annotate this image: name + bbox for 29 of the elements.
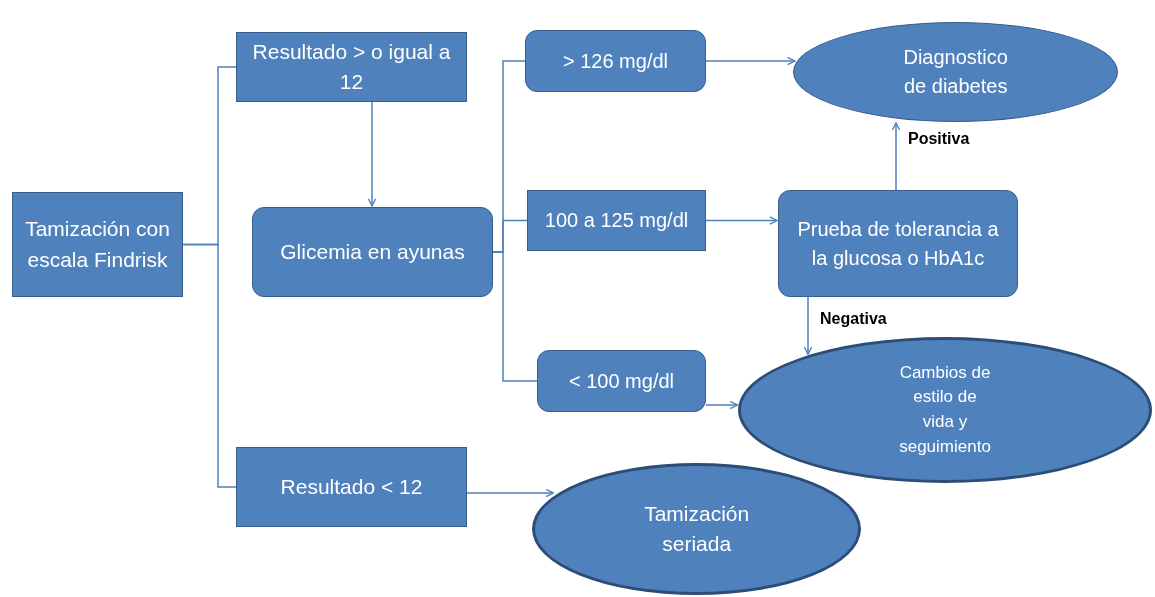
process-box <box>527 190 706 251</box>
arrow <box>705 400 739 410</box>
node-text: Prueba de tolerancia a la glucosa o HbA1c <box>796 216 1000 271</box>
node-text: Diagnostico de diabetes <box>903 45 1008 99</box>
process-box <box>236 32 467 102</box>
node-text: Tamización con escala Findrisk <box>24 216 171 273</box>
node-text: Resultado > o igual a 12 <box>251 38 452 95</box>
edge-label: Negativa <box>818 310 889 328</box>
arrow <box>705 56 796 66</box>
arrow <box>803 296 813 356</box>
node-text: Glicemia en ayunas <box>280 238 465 265</box>
arrow <box>466 488 555 498</box>
arrow <box>705 216 778 225</box>
arrow <box>367 101 377 207</box>
connector-line <box>492 251 538 382</box>
node-text: Tamización seriada <box>644 500 750 557</box>
process-box <box>236 447 467 527</box>
node-text: < 100 mg/dl <box>568 368 675 394</box>
node-text: Resultado < 12 <box>280 473 423 500</box>
node-text: Cambios de estilo de vida y seguimiento <box>899 361 991 458</box>
arrow <box>891 122 901 191</box>
connector-line <box>182 243 237 488</box>
process-box <box>12 192 183 297</box>
process-box <box>252 207 493 297</box>
node-text: > 126 mg/dl <box>562 48 669 74</box>
node-text: 100 a 125 mg/dl <box>544 208 689 233</box>
process-box <box>525 30 706 92</box>
process-box <box>778 190 1018 297</box>
process-box <box>537 350 706 412</box>
